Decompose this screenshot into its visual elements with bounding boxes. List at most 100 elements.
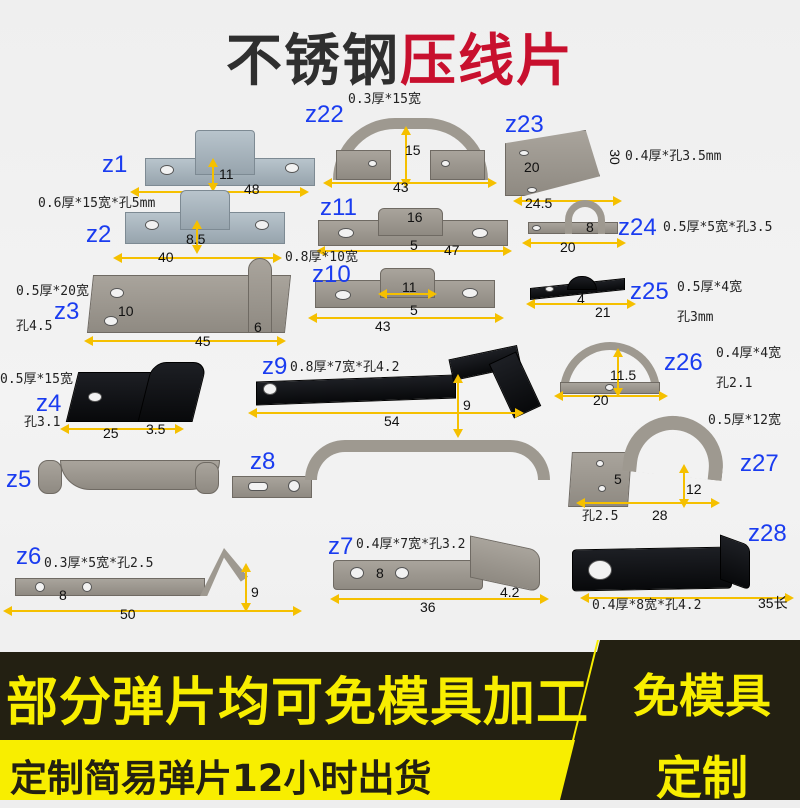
z24-spec: 0.5厚*5宽*孔3.5 (663, 220, 773, 235)
z26-spec-hole: 孔2.1 (716, 376, 753, 391)
z23-spec: 0.4厚*孔3.5mm (625, 149, 722, 164)
z22-dim-length: 43 (393, 179, 409, 195)
z25-dim-height: 4 (577, 291, 585, 307)
z3-hole-bottom (104, 316, 118, 326)
z6-height-arrow (241, 563, 251, 612)
z27-label: z27 (740, 450, 779, 477)
z11-dim-length: 47 (444, 242, 460, 258)
z4-hole (88, 392, 102, 402)
z10-label: z10 (312, 261, 351, 288)
z8-slot (248, 482, 268, 491)
z3-hole-top (110, 288, 124, 298)
z3-dim-hole-spacing: 10 (118, 303, 134, 319)
z25-bump (567, 276, 597, 290)
z23-hole-bottom (527, 187, 537, 193)
z4-dim-step: 3.5 (146, 421, 166, 437)
z11-label: z11 (320, 194, 357, 221)
z27-height-arrow (679, 464, 689, 508)
z22-foot-left (336, 150, 391, 180)
z22-spec: 0.3厚*15宽 (348, 92, 421, 107)
z2-hole-right (255, 220, 269, 230)
z23-dim-hole-spacing: 20 (524, 159, 540, 175)
z4-bend (137, 362, 208, 422)
z27-spec-hole: 孔2.5 (582, 509, 619, 524)
z24-dim-length: 20 (560, 239, 576, 255)
z10-length-arrow (308, 313, 504, 323)
z9-height-arrow (453, 374, 463, 438)
z27-dim-height: 12 (686, 481, 702, 497)
z26-length-arrow (554, 391, 668, 401)
z10-hole-left (335, 290, 351, 300)
z3-dim-length: 45 (195, 333, 211, 349)
z1-dim-length: 48 (244, 181, 260, 197)
banner-side-bg (560, 640, 800, 800)
z25-hole (545, 286, 554, 292)
z26-height-arrow (613, 348, 623, 397)
z4-spec-hole: 孔3.1 (24, 415, 61, 430)
page-title: 不锈钢压线片 (0, 16, 800, 97)
z1-hole-right (285, 163, 299, 173)
z6-hole-left (35, 582, 45, 592)
z7-hole-left (350, 567, 364, 579)
z8-tab (232, 476, 312, 498)
z24-length-arrow (522, 238, 626, 248)
z7-length-arrow (330, 594, 549, 604)
z5-hook-right (195, 462, 219, 494)
z5-hook-left (38, 460, 62, 494)
z11-spec: 0.8厚*10宽 (285, 250, 358, 265)
z9-spec: 0.8厚*7宽*孔4.2 (290, 360, 400, 375)
z27-hole-top (596, 460, 604, 467)
z10-bridge-arrow (378, 289, 437, 299)
z22-length-arrow (323, 178, 497, 188)
z22-hole-right (441, 160, 450, 167)
title-wire-clip: 压线片 (400, 29, 574, 94)
z8-hole (288, 480, 300, 492)
title-stainless-steel: 不锈钢 (226, 29, 400, 94)
z25-spec-hole: 孔3mm (677, 310, 714, 325)
z10-dim-height: 5 (410, 302, 418, 318)
z6-spec: 0.3厚*5宽*孔2.5 (44, 556, 154, 571)
z28-length-arrow (580, 593, 794, 603)
z8-arc (305, 440, 550, 480)
z28-dim-length: 35长 (758, 595, 788, 611)
z7-dim-hole-spacing: 8 (376, 565, 384, 581)
z2-height-arrow (192, 220, 202, 254)
z3-spec-hole: 孔4.5 (16, 319, 53, 334)
z28-hole (588, 560, 612, 580)
z6-bend (200, 548, 248, 596)
z11-bridge (378, 208, 443, 236)
z27-dim-length: 28 (652, 507, 668, 523)
banner-side-line1: 免模具 (633, 669, 771, 723)
z22-dim-height: 15 (405, 142, 421, 158)
z2-label: z2 (86, 221, 112, 248)
z9-label: z9 (262, 353, 288, 380)
z3-spec: 0.5厚*20宽 (16, 284, 89, 299)
z28-spec: 0.4厚*8宽*孔4.2 (592, 598, 702, 613)
z5-label: z5 (6, 466, 32, 493)
z1-bridge (195, 130, 255, 175)
z6-dim-length: 50 (120, 606, 136, 622)
z27-hole-bottom (598, 485, 606, 492)
z7-dim-length: 36 (420, 599, 436, 615)
z4-length-arrow (60, 424, 184, 434)
z2-dim-length: 40 (158, 249, 174, 265)
banner-subline: 定制简易弹片12小时出货 (10, 757, 432, 800)
z6-dim-hole-spacing: 8 (59, 587, 67, 603)
z11-dim-bridge: 16 (407, 209, 423, 225)
z26-dim-height: 11.5 (610, 367, 637, 383)
z26-hole (605, 384, 614, 391)
z2-length-arrow (113, 253, 282, 263)
z25-spec: 0.5厚*4宽 (677, 280, 743, 295)
z24-dim-height: 8 (586, 219, 594, 235)
z23-hole-top (519, 150, 529, 156)
z23-plate (505, 130, 600, 196)
z7-dim-height: 4.2 (500, 584, 520, 600)
z3-hinge (248, 258, 272, 333)
z6-length-arrow (3, 606, 302, 616)
z9-hole (263, 383, 277, 395)
z25-length-arrow (526, 299, 636, 309)
z3-length-arrow (84, 336, 286, 346)
z2-dim-height: 8.5 (186, 231, 206, 247)
z1-height-arrow (208, 158, 218, 192)
